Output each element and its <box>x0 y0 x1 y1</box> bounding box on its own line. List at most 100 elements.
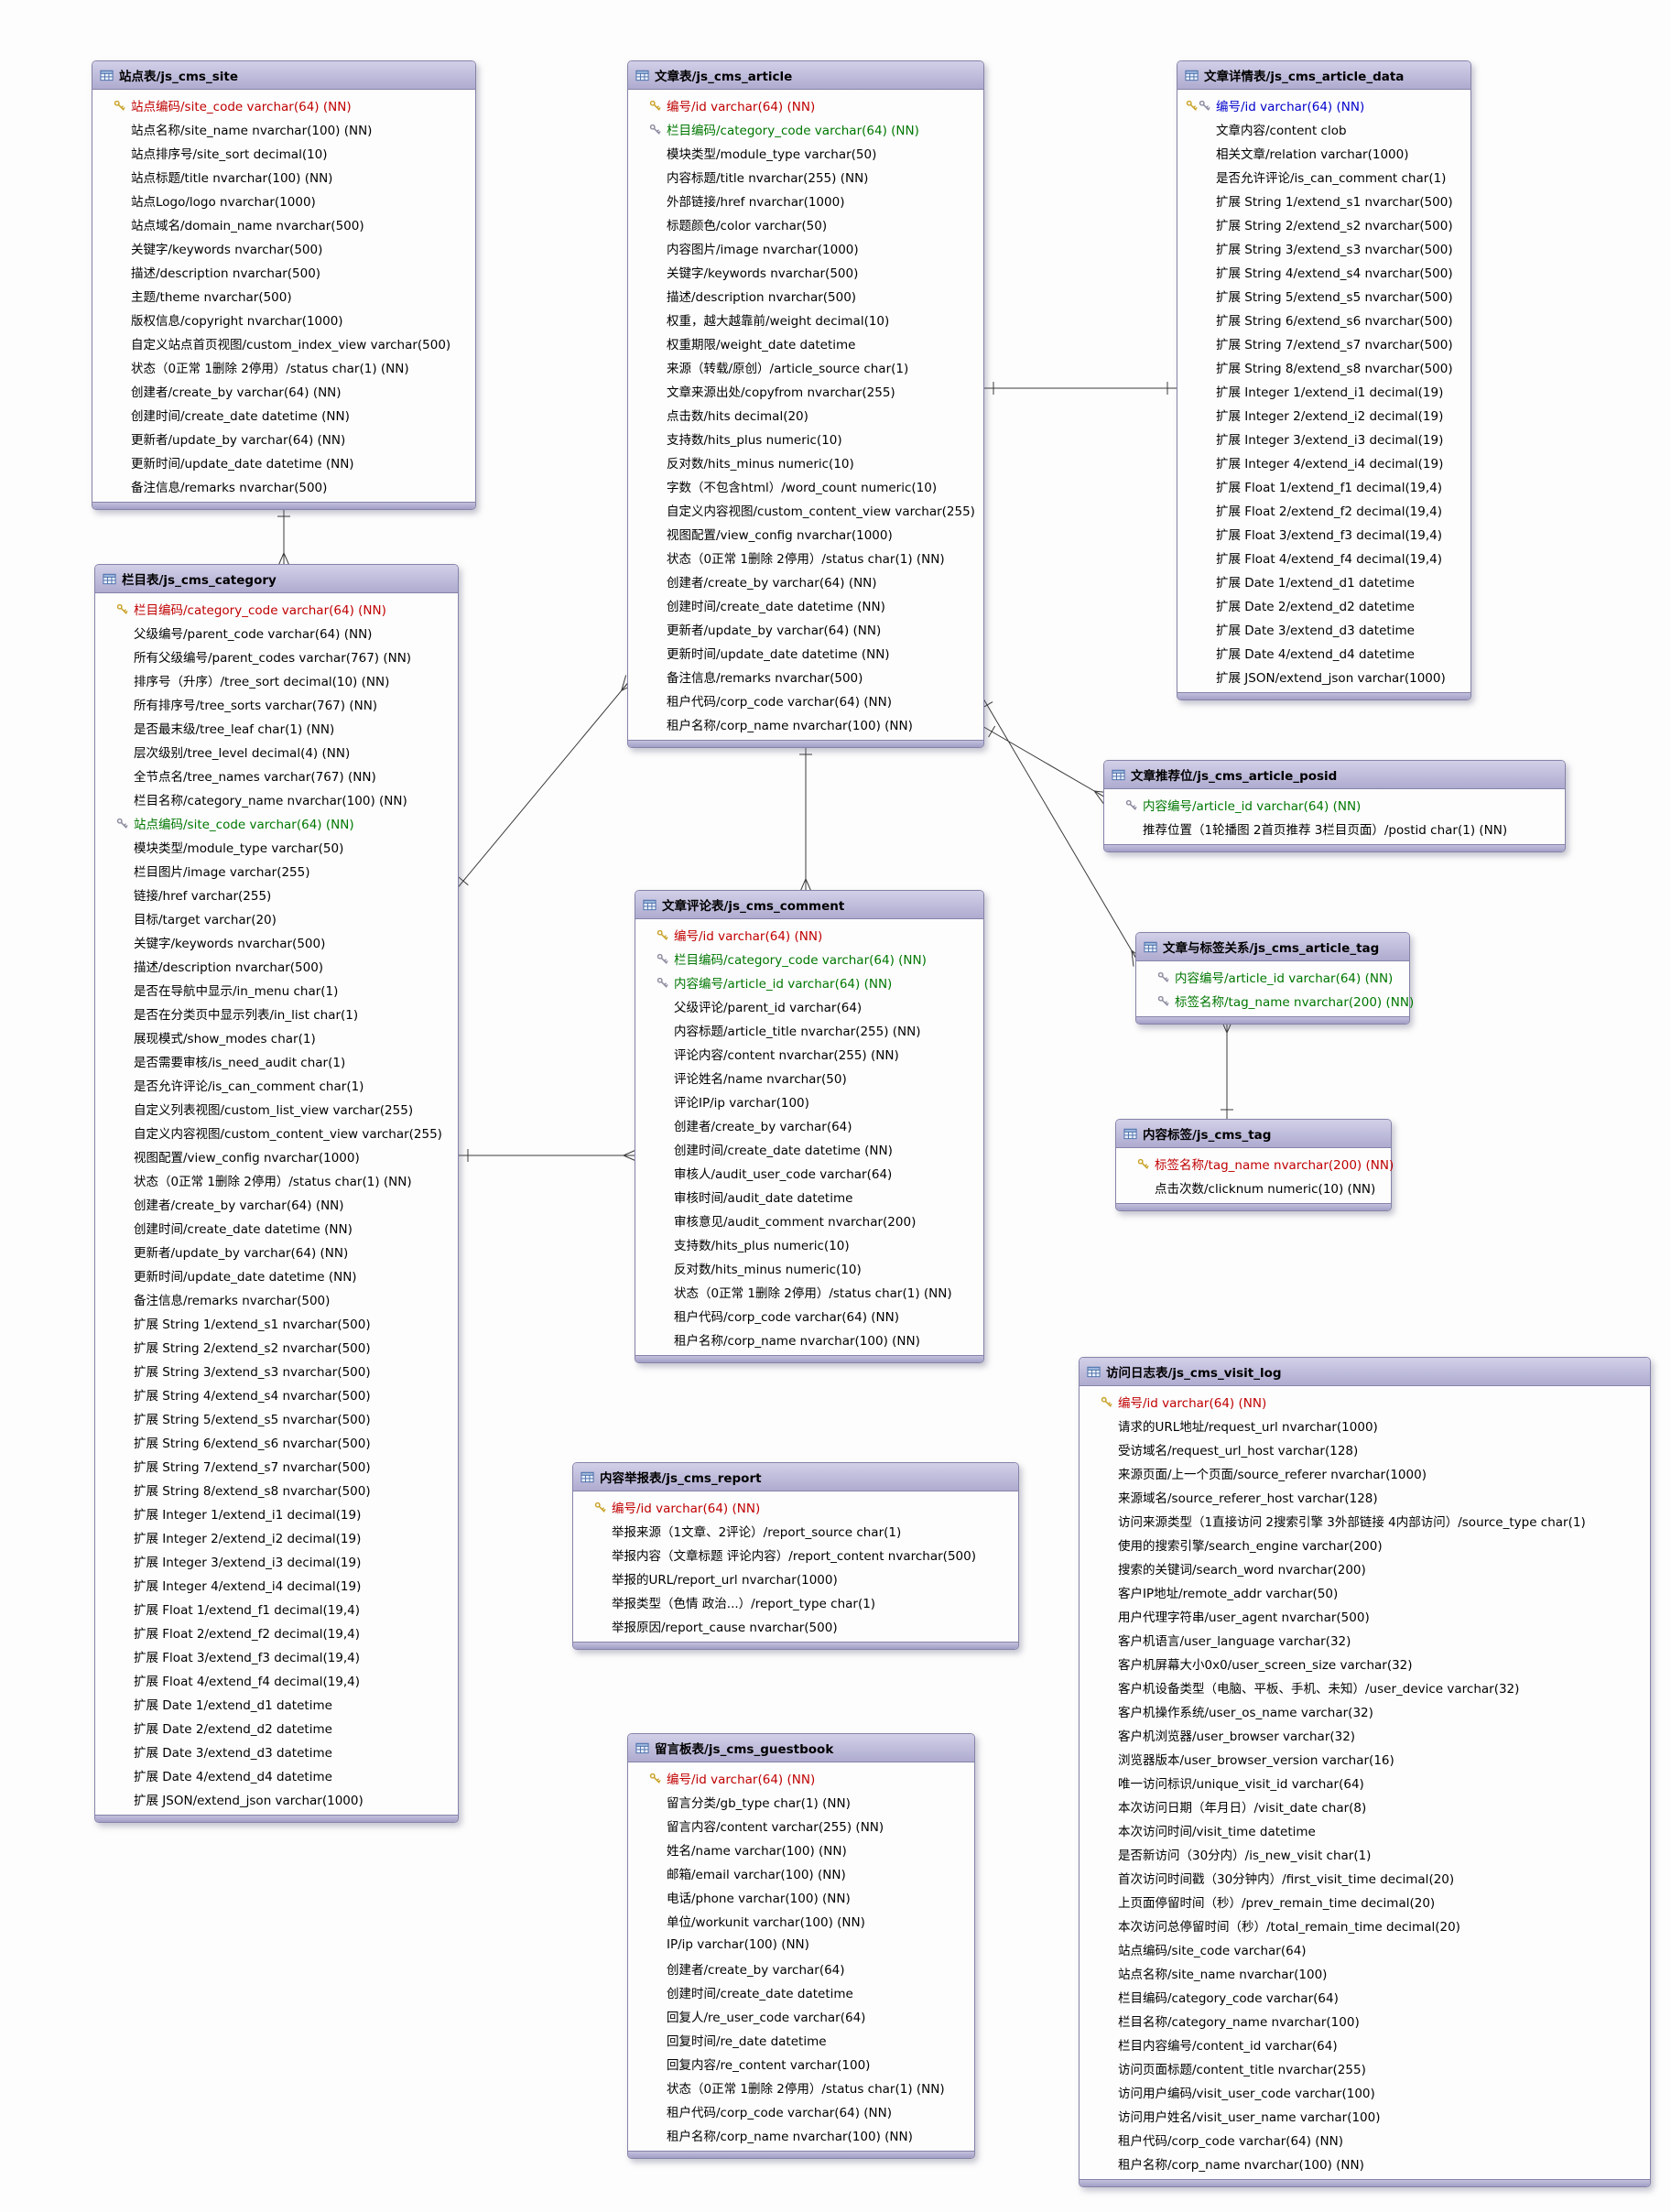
field-row[interactable]: 扩展 Integer 1/extend_i1 decimal(19) <box>95 1502 458 1525</box>
field-row[interactable]: 创建者/create_by varchar(64) <box>635 1113 983 1137</box>
field-row[interactable]: 扩展 String 5/extend_s5 nvarchar(500) <box>95 1406 458 1430</box>
field-row[interactable]: 内容编号/article_id varchar(64) (NN) <box>1136 965 1409 989</box>
field-row[interactable]: 所有父级编号/parent_codes varchar(767) (NN) <box>95 645 458 668</box>
field-row[interactable]: 排序号（升序）/tree_sort decimal(10) (NN) <box>95 668 458 692</box>
field-row[interactable]: 使用的搜索引擎/search_engine varchar(200) <box>1080 1533 1650 1556</box>
field-row[interactable]: 创建时间/create_date datetime (NN) <box>635 1137 983 1161</box>
field-row[interactable]: 举报内容（文章标题 评论内容）/report_content nvarchar(… <box>573 1543 1018 1567</box>
field-row[interactable]: 层次级别/tree_level decimal(4) (NN) <box>95 740 458 764</box>
field-row[interactable]: 来源页面/上一个页面/source_referer nvarchar(1000) <box>1080 1461 1650 1485</box>
field-row[interactable]: 展现模式/show_modes char(1) <box>95 1025 458 1049</box>
field-row[interactable]: 权重期限/weight_date datetime <box>628 331 983 355</box>
field-row[interactable]: 留言分类/gb_type char(1) (NN) <box>628 1790 974 1814</box>
field-row[interactable]: 创建者/create_by varchar(64) (NN) <box>628 569 983 593</box>
field-row[interactable]: 权重，越大越靠前/weight decimal(10) <box>628 308 983 331</box>
field-row[interactable]: 扩展 String 3/extend_s3 nvarchar(500) <box>95 1359 458 1382</box>
field-row[interactable]: 搜索的关键词/search_word nvarchar(200) <box>1080 1556 1650 1580</box>
field-row[interactable]: 客户机设备类型（电脑、平板、手机、未知）/user_device varchar… <box>1080 1675 1650 1699</box>
field-row[interactable]: 链接/href varchar(255) <box>95 883 458 906</box>
field-row[interactable]: 扩展 String 2/extend_s2 nvarchar(500) <box>1177 212 1470 236</box>
field-row[interactable]: 来源（转载/原创）/article_source char(1) <box>628 355 983 379</box>
field-row[interactable]: 创建者/create_by varchar(64) (NN) <box>92 379 475 403</box>
field-row[interactable]: 站点编码/site_code varchar(64) <box>1080 1937 1650 1961</box>
field-row[interactable]: 字数（不包含html）/word_count numeric(10) <box>628 474 983 498</box>
field-row[interactable]: 是否需要审核/is_need_audit char(1) <box>95 1049 458 1073</box>
field-row[interactable]: 扩展 String 1/extend_s1 nvarchar(500) <box>1177 189 1470 212</box>
field-row[interactable]: 扩展 Date 2/extend_d2 datetime <box>95 1716 458 1740</box>
field-row[interactable]: 是否新访问（30分内）/is_new_visit char(1) <box>1080 1842 1650 1866</box>
field-row[interactable]: 扩展 Float 2/extend_f2 decimal(19,4) <box>95 1621 458 1644</box>
field-row[interactable]: 扩展 String 7/extend_s7 nvarchar(500) <box>95 1454 458 1478</box>
field-row[interactable]: 留言内容/content varchar(255) (NN) <box>628 1814 974 1838</box>
field-row[interactable]: 自定义内容视图/custom_content_view varchar(255) <box>95 1121 458 1144</box>
field-row[interactable]: 编号/id varchar(64) (NN) <box>1080 1390 1650 1414</box>
field-row[interactable]: 扩展 Float 3/extend_f3 decimal(19,4) <box>1177 522 1470 546</box>
field-row[interactable]: 扩展 Date 1/extend_d1 datetime <box>95 1692 458 1716</box>
field-row[interactable]: 点击数/hits decimal(20) <box>628 403 983 427</box>
field-row[interactable]: 举报原因/report_cause nvarchar(500) <box>573 1614 1018 1638</box>
field-row[interactable]: 访问页面标题/content_title nvarchar(255) <box>1080 2056 1650 2080</box>
field-row[interactable]: 内容标题/article_title nvarchar(255) (NN) <box>635 1018 983 1042</box>
field-row[interactable]: 父级评论/parent_id varchar(64) <box>635 994 983 1018</box>
field-row[interactable]: 编号/id varchar(64) (NN) <box>628 1766 974 1790</box>
field-row[interactable]: 创建者/create_by varchar(64) (NN) <box>95 1192 458 1216</box>
field-row[interactable]: 扩展 String 4/extend_s4 nvarchar(500) <box>1177 260 1470 284</box>
field-row[interactable]: 更新时间/update_date datetime (NN) <box>95 1263 458 1287</box>
field-row[interactable]: 回复时间/re_date datetime <box>628 2028 974 2052</box>
field-row[interactable]: 扩展 String 3/extend_s3 nvarchar(500) <box>1177 236 1470 260</box>
table-js_cms_article_posid[interactable]: 文章推荐位/js_cms_article_posid 内容编号/article_… <box>1103 760 1566 852</box>
field-row[interactable]: 租户代码/corp_code varchar(64) (NN) <box>1080 2128 1650 2152</box>
field-row[interactable]: 标签名称/tag_name nvarchar(200) (NN) <box>1116 1152 1394 1176</box>
field-row[interactable]: 更新时间/update_date datetime (NN) <box>628 641 983 665</box>
field-row[interactable]: 内容标题/title nvarchar(255) (NN) <box>628 165 983 189</box>
table-js_cms_visit_log[interactable]: 访问日志表/js_cms_visit_log 编号/id varchar(64)… <box>1079 1357 1651 2187</box>
field-row[interactable]: 客户IP地址/remote_addr varchar(50) <box>1080 1580 1650 1604</box>
field-row[interactable]: 更新者/update_by varchar(64) (NN) <box>628 617 983 641</box>
relationship-js_cms_article-js_cms_article_tag[interactable] <box>980 693 1140 964</box>
field-row[interactable]: 创建时间/create_date datetime <box>628 1980 974 2004</box>
field-row[interactable]: 更新者/update_by varchar(64) (NN) <box>92 427 475 450</box>
field-row[interactable]: 扩展 String 7/extend_s7 nvarchar(500) <box>1177 331 1470 355</box>
field-row[interactable]: 本次访问日期（年月日）/visit_date char(8) <box>1080 1795 1650 1818</box>
field-row[interactable]: 姓名/name varchar(100) (NN) <box>628 1838 974 1861</box>
field-row[interactable]: 外部链接/href nvarchar(1000) <box>628 189 983 212</box>
field-row[interactable]: 扩展 Float 4/extend_f4 decimal(19,4) <box>1177 546 1470 569</box>
relationship-js_cms_category-js_cms_article[interactable] <box>454 678 632 892</box>
table-header[interactable]: 访问日志表/js_cms_visit_log <box>1080 1358 1650 1386</box>
field-row[interactable]: 站点编码/site_code varchar(64) (NN) <box>92 93 475 117</box>
table-js_cms_tag[interactable]: 内容标签/js_cms_tag 标签名称/tag_name nvarchar(2… <box>1115 1119 1394 1211</box>
field-row[interactable]: 扩展 String 8/extend_s8 nvarchar(500) <box>95 1478 458 1502</box>
field-row[interactable]: 是否最末级/tree_leaf char(1) (NN) <box>95 716 458 740</box>
field-row[interactable]: 是否允许评论/is_can_comment char(1) <box>95 1073 458 1097</box>
field-row[interactable]: 编号/id varchar(64) (NN) <box>628 93 983 117</box>
field-row[interactable]: 站点编码/site_code varchar(64) (NN) <box>95 811 458 835</box>
field-row[interactable]: 审核人/audit_user_code varchar(64) <box>635 1161 983 1185</box>
field-row[interactable]: 扩展 Date 4/extend_d4 datetime <box>95 1763 458 1787</box>
field-row[interactable]: 评论IP/ip varchar(100) <box>635 1090 983 1113</box>
field-row[interactable]: 状态（0正常 1删除 2停用）/status char(1) (NN) <box>92 355 475 379</box>
field-row[interactable]: 模块类型/module_type varchar(50) <box>95 835 458 859</box>
field-row[interactable]: 唯一访问标识/unique_visit_id varchar(64) <box>1080 1771 1650 1795</box>
field-row[interactable]: 是否在导航中显示/in_menu char(1) <box>95 978 458 1002</box>
field-row[interactable]: 状态（0正常 1删除 2停用）/status char(1) (NN) <box>635 1280 983 1304</box>
field-row[interactable]: 视图配置/view_config nvarchar(1000) <box>628 522 983 546</box>
field-row[interactable]: 点击次数/clicknum numeric(10) (NN) <box>1116 1176 1391 1199</box>
field-row[interactable]: 访问用户编码/visit_user_code varchar(100) <box>1080 2080 1650 2104</box>
field-row[interactable]: 栏目名称/category_name nvarchar(100) (NN) <box>95 787 458 811</box>
field-row[interactable]: 备注信息/remarks nvarchar(500) <box>95 1287 458 1311</box>
table-header[interactable]: 文章与标签关系/js_cms_article_tag <box>1136 933 1409 961</box>
field-row[interactable]: 扩展 String 2/extend_s2 nvarchar(500) <box>95 1335 458 1359</box>
field-row[interactable]: 受访域名/request_url_host varchar(128) <box>1080 1437 1650 1461</box>
table-header[interactable]: 文章详情表/js_cms_article_data <box>1177 61 1470 90</box>
field-row[interactable]: 扩展 Date 1/extend_d1 datetime <box>1177 569 1470 593</box>
field-row[interactable]: 回复内容/re_content varchar(100) <box>628 2052 974 2076</box>
table-js_cms_report[interactable]: 内容举报表/js_cms_report 编号/id varchar(64) (N… <box>572 1462 1019 1650</box>
field-row[interactable]: 来源域名/source_referer_host varchar(128) <box>1080 1485 1650 1509</box>
field-row[interactable]: 文章来源出处/copyfrom nvarchar(255) <box>628 379 983 403</box>
field-row[interactable]: 扩展 Date 4/extend_d4 datetime <box>1177 641 1470 665</box>
field-row[interactable]: 内容编号/article_id varchar(64) (NN) <box>1104 793 1565 817</box>
field-row[interactable]: 租户名称/corp_name nvarchar(100) (NN) <box>628 2123 974 2147</box>
field-row[interactable]: 关键字/keywords nvarchar(500) <box>628 260 983 284</box>
table-header[interactable]: 文章推荐位/js_cms_article_posid <box>1104 761 1565 789</box>
field-row[interactable]: 租户名称/corp_name nvarchar(100) (NN) <box>1080 2152 1650 2175</box>
